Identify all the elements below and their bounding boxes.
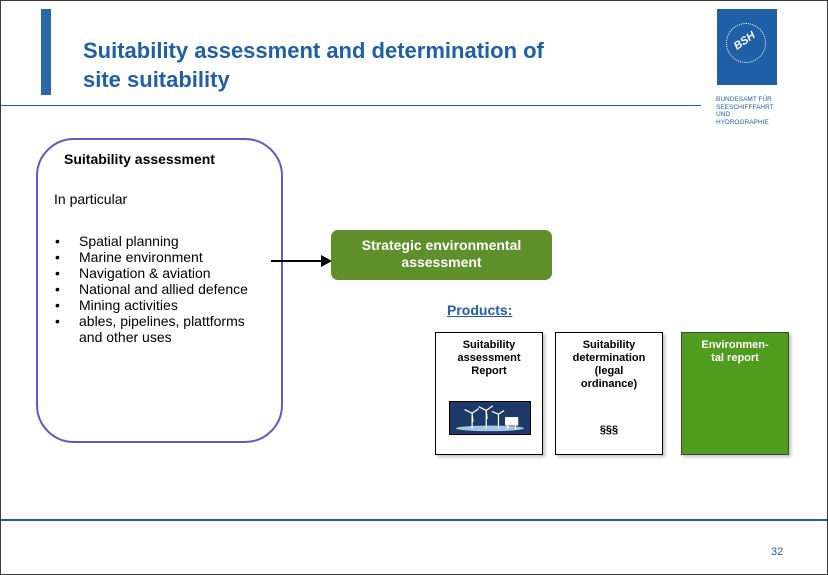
product-card-suitability-report: Suitability assessment Report — [435, 332, 543, 455]
list-item-text: Spatial planning — [79, 233, 179, 249]
list-item: • Navigation & aviation — [54, 265, 269, 281]
logo-wordmark: BUNDESAMT FÜR SEESCHIFFFAHRT UND HYDROGR… — [716, 96, 774, 126]
slide-title-line-2: site suitability — [83, 67, 230, 92]
list-item-text: Marine environment — [79, 249, 203, 265]
page-number: 32 — [771, 546, 784, 558]
bullet-icon: • — [55, 233, 60, 249]
card-line: (legal — [594, 365, 624, 377]
title-divider — [1, 105, 701, 106]
list-item-text: Mining activities — [79, 297, 178, 313]
sea-line-2: assessment — [401, 254, 482, 270]
wind-farm-icon — [449, 401, 531, 435]
bullet-icon: • — [55, 249, 60, 265]
card-line: Suitability — [462, 339, 516, 351]
list-item: • National and allied defence — [54, 281, 269, 297]
bullet-icon: • — [55, 265, 60, 281]
footer-divider — [1, 519, 827, 521]
bullet-icon: • — [55, 297, 60, 313]
logo-line: HYDROGRAPHIE — [716, 118, 769, 126]
list-item: • ables, pipelines, plattforms and other … — [54, 313, 269, 345]
logo-star-circle-icon — [726, 23, 766, 63]
sea-line-1: Strategic environmental — [361, 237, 522, 253]
list-item: • Spatial planning — [54, 233, 269, 249]
card-line: determination — [572, 352, 646, 364]
assessment-heading: Suitability assessment — [64, 151, 215, 167]
card-line: Suitability — [582, 339, 636, 351]
card-line: ordinance) — [580, 378, 638, 390]
bullet-icon: • — [55, 281, 60, 297]
card-line: Environmen- — [701, 339, 769, 351]
assessment-list: • Spatial planning • Marine environment • N… — [54, 233, 269, 345]
logo-line: UND — [716, 111, 731, 118]
card-line: tal report — [711, 352, 759, 364]
slide-title: Suitability assessment and determination… — [83, 36, 683, 94]
paragraph-symbols: §§§ — [599, 424, 619, 436]
title-accent-bar — [41, 9, 51, 95]
logo-line: SEESCHIFFFAHRT — [716, 103, 774, 111]
list-item: • Marine environment — [54, 249, 269, 265]
bsh-logo: BSH — [717, 9, 777, 85]
assessment-box — [36, 138, 283, 443]
product-card-suitability-determination: Suitability determination (legal ordinan… — [555, 332, 663, 455]
strategic-assessment-box: Strategic environmental assessment — [331, 230, 552, 280]
list-item-text: National and allied defence — [79, 281, 248, 297]
list-item-text: ables, pipelines, plattforms and other u… — [79, 313, 245, 345]
bullet-icon: • — [55, 313, 60, 329]
slide-title-line-1: Suitability assessment and determination… — [83, 38, 544, 63]
arrow-right-icon — [271, 255, 332, 267]
products-label: Products: — [447, 302, 513, 318]
card-line: Report — [471, 365, 507, 377]
list-item: • Mining activities — [54, 297, 269, 313]
card-line: assessment — [457, 352, 521, 364]
assessment-subheading: In particular — [54, 191, 128, 207]
product-card-environmental-report: Environmen- tal report — [681, 332, 789, 455]
logo-line: BUNDESAMT FÜR — [716, 96, 772, 103]
list-item-text: Navigation & aviation — [79, 265, 211, 281]
